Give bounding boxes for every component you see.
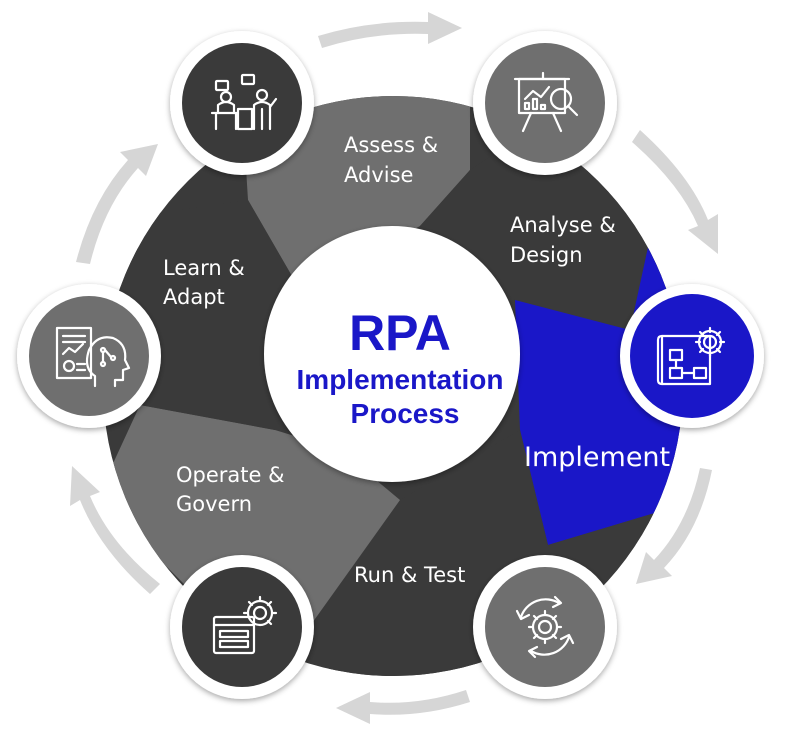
stage-labels: Assess & Advise Analyse & Design Impleme… [163,133,670,587]
cycle-arrows [70,12,718,724]
stage-label-analyse-line2: Design [510,243,583,267]
node-learn [17,284,161,428]
stage-label-assess-line1: Assess & [344,133,438,157]
browser-gear-icon [212,595,278,655]
node-run [473,555,617,699]
stage-label-operate-line2: Govern [176,492,252,516]
stage-label-learn-line2: Adapt [163,285,225,309]
cycle-gear-icon [515,595,575,659]
stage-label-analyse-line1: Analyse & [510,213,616,237]
center-title: RPA [349,305,451,361]
node-analyse [473,31,617,175]
arrow-bottom [336,690,470,724]
arrow-lower-right [636,468,712,584]
arrow-top [318,12,462,48]
node-implement [620,284,764,428]
stage-label-implement: Implement [524,442,670,473]
presentation-analytics-icon [513,71,579,133]
arrow-upper-right [632,130,718,254]
center-subtitle-line1: Implementation [297,364,504,395]
stage-label-run: Run & Test [354,563,465,587]
node-assess [170,31,314,175]
stage-label-operate-line1: Operate & [176,463,285,487]
center-subtitle-line2: Process [351,398,460,429]
consultation-icon [210,73,278,131]
stage-label-learn-line1: Learn & [163,256,245,280]
stage-label-assess-line2: Advise [344,163,413,187]
report-ai-head-icon [55,326,131,388]
arrow-upper-left [76,144,158,264]
node-operate [170,555,314,699]
blueprint-gear-icon [656,326,726,386]
arrow-lower-left [70,466,160,594]
center-hub: RPA Implementation Process [264,226,520,482]
